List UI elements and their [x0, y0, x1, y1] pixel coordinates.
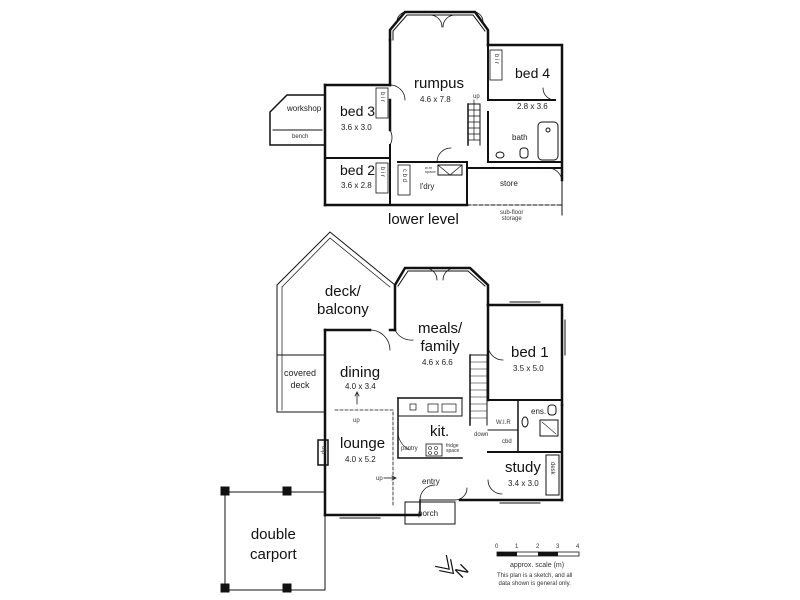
study-label: study: [505, 459, 541, 476]
bir-label-3: b i r: [493, 54, 499, 65]
scale-tick-2: 2: [536, 544, 540, 550]
kitchen-label: kit.: [430, 423, 450, 440]
bed3-dim: 3.6 x 3.0: [341, 123, 372, 132]
meals-dim: 4.6 x 6.6: [422, 358, 453, 367]
bed4-dim: 2.8 x 3.6: [517, 102, 548, 111]
bed1-dim: 3.5 x 5.0: [513, 364, 544, 373]
ofp-label: ofp: [320, 446, 326, 455]
carport: [220, 486, 326, 593]
stairs-down-label: down: [474, 432, 489, 438]
lower-level-walls: [269, 10, 564, 216]
lounge-up-label: up: [376, 476, 383, 482]
carport-label: double carport: [250, 526, 297, 563]
bed4-label: bed 4: [515, 65, 551, 81]
stairs-up-label: up: [473, 94, 480, 100]
store-label: store: [500, 179, 518, 188]
bed2-dim: 3.6 x 2.8: [341, 181, 372, 190]
scale-label: approx. scale (m): [510, 562, 565, 569]
entry-label: entry: [422, 477, 440, 486]
lounge-dim: 4.0 x 5.2: [345, 455, 376, 464]
bed2-label: bed 2: [340, 162, 376, 178]
ensuite-label: ens.: [531, 407, 547, 416]
rumpus-dim: 4.6 x 7.8: [420, 95, 451, 104]
scale-tick-4: 4: [576, 544, 580, 550]
bir-label: b i r: [379, 92, 385, 103]
subfloor-label: sub-floor storage: [500, 210, 524, 222]
bed3-label: bed 3: [340, 103, 376, 119]
lounge-label: lounge: [340, 435, 386, 452]
workshop-label: workshop: [287, 104, 322, 113]
rumpus-label: rumpus: [414, 75, 465, 92]
deck-label: deck/ balcony: [317, 283, 369, 318]
cbd-label: c b d: [401, 169, 407, 183]
dining-up-label: up: [353, 418, 360, 424]
desk-label: desk: [549, 462, 555, 475]
laundry-label: l'dry: [420, 182, 435, 191]
scale-tick-3: 3: [556, 544, 560, 550]
dining-label: dining: [340, 364, 381, 381]
cbd-label-upper: cbd: [502, 439, 512, 445]
compass-icon: [434, 554, 455, 575]
scale-tick-0: 0: [495, 544, 499, 550]
bath-label: bath: [512, 133, 528, 142]
pantry-label: pantry: [401, 446, 418, 452]
bir-label-2: b i r: [379, 167, 385, 178]
scale-tick-1: 1: [515, 544, 519, 550]
porch-label: porch: [418, 509, 439, 518]
disclaimer: This plan is a sketch, and all data show…: [497, 573, 573, 587]
bench-label: bench: [292, 134, 309, 140]
covered-deck-label: covered deck: [284, 368, 317, 390]
washer-label: w.m space: [425, 165, 436, 174]
bed1-label: bed 1: [511, 344, 549, 361]
scale-bar: [496, 551, 580, 557]
meals-label: meals/ family: [418, 320, 463, 355]
dining-dim: 4.0 x 3.4: [345, 382, 376, 391]
upper-level-walls: [276, 231, 566, 525]
lower-level-title: lower level: [388, 211, 459, 228]
fridge-label: fridge space: [446, 443, 460, 454]
wir-label: W.I.R: [496, 420, 511, 426]
study-dim: 3.4 x 3.0: [508, 479, 539, 488]
